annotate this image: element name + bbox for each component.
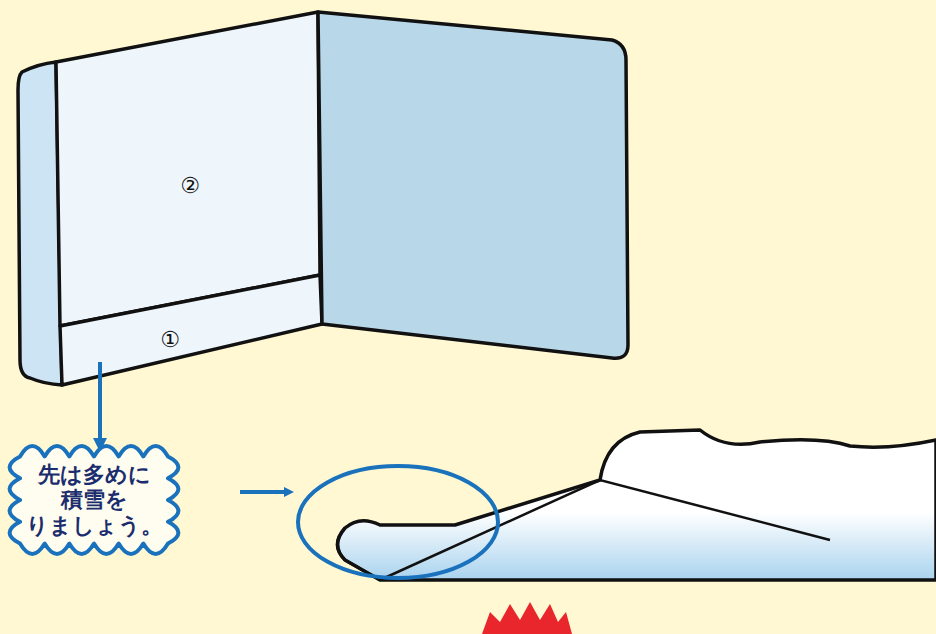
mound-inner-line <box>380 480 830 580</box>
down-arrow <box>98 362 102 448</box>
wall-panel-side <box>318 12 628 358</box>
cloud-shape <box>10 446 179 554</box>
warning-spikes <box>482 602 572 634</box>
snow-mound <box>338 430 936 580</box>
callout-number: ② <box>180 173 200 198</box>
pointer-arrow <box>240 490 290 494</box>
highlight-ellipse <box>298 466 498 578</box>
wall-panel-upper <box>56 12 320 326</box>
base-label: ① <box>70 318 270 360</box>
panel-label: ② <box>110 130 270 240</box>
speech-bubble: 先は多めに 積雪を りましょう。 <box>4 442 184 558</box>
bubble-text: 先は多めに 積雪を りましょう。 <box>24 462 164 538</box>
callout-number: ① <box>160 327 180 352</box>
